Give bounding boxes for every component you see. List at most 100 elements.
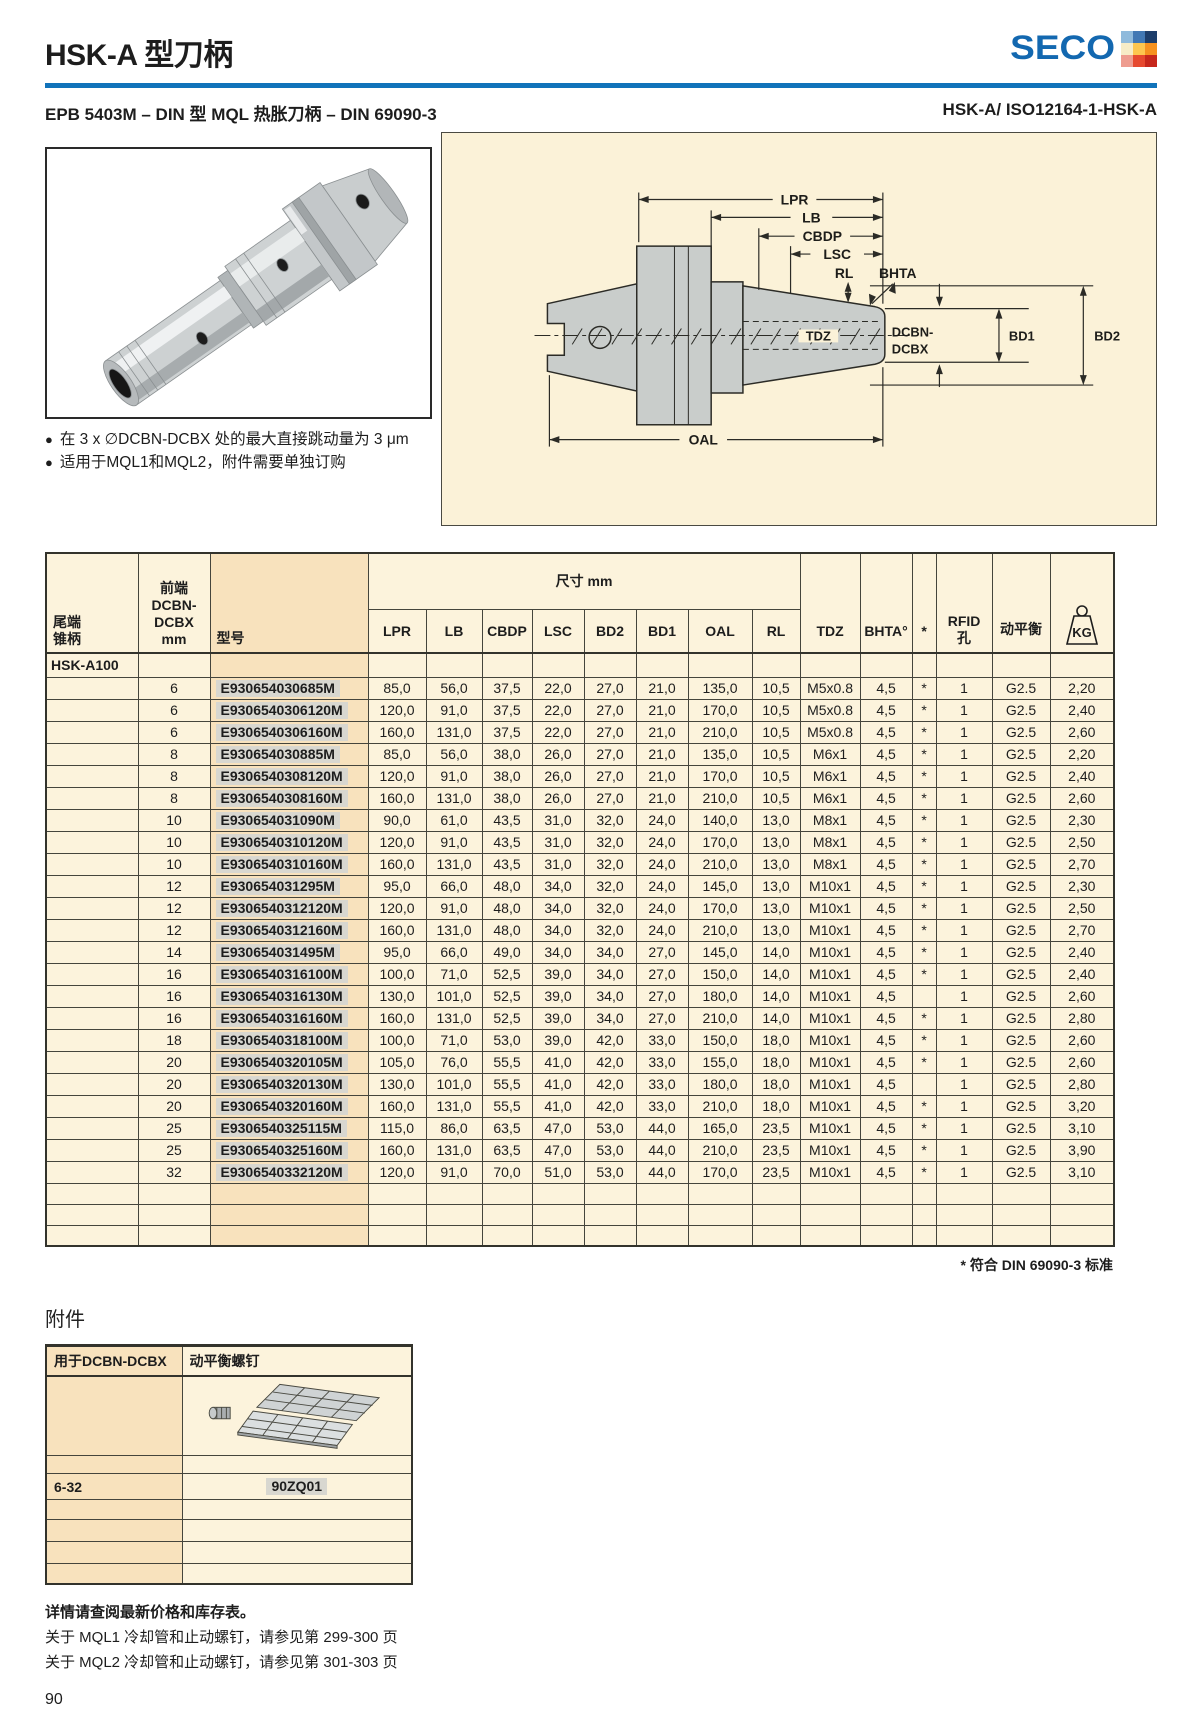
value-cell: 39,0 bbox=[531, 984, 585, 1008]
value-cell: 2,40 bbox=[1049, 962, 1115, 986]
value-cell: 22,0 bbox=[531, 720, 585, 744]
value-cell: 47,0 bbox=[531, 1116, 585, 1140]
value-cell: 48,0 bbox=[481, 896, 533, 920]
value-cell: M10x1 bbox=[799, 896, 861, 920]
value-cell: 55,5 bbox=[481, 1050, 533, 1074]
value-cell: G2.5 bbox=[991, 830, 1051, 854]
value-cell: 210,0 bbox=[687, 786, 753, 810]
value-cell: 27,0 bbox=[635, 962, 689, 986]
value-cell: M5x0.8 bbox=[799, 676, 861, 700]
value-cell: 27,0 bbox=[583, 720, 637, 744]
tail-cell bbox=[45, 764, 139, 788]
group-row-hsk-a100: HSK-A100 bbox=[45, 652, 1115, 678]
value-cell: 27,0 bbox=[583, 676, 637, 700]
empty-cell bbox=[751, 1182, 801, 1205]
model-cell: E9306540318100M bbox=[209, 1028, 369, 1052]
dim-label-lpr: LPR bbox=[781, 191, 809, 207]
acc-product-image bbox=[181, 1375, 413, 1456]
model-number: E930654030885M bbox=[215, 746, 340, 763]
value-cell: 130,0 bbox=[367, 984, 427, 1008]
value-cell: 27,0 bbox=[635, 1006, 689, 1030]
value-cell: 95,0 bbox=[367, 874, 427, 898]
tail-cell bbox=[45, 1072, 139, 1096]
value-cell: M6x1 bbox=[799, 764, 861, 788]
accessory-model-number: 90ZQ01 bbox=[266, 1478, 328, 1495]
value-cell: 1 bbox=[935, 896, 993, 920]
value-cell: 39,0 bbox=[531, 962, 585, 986]
dim-label-cbdp: CBDP bbox=[803, 228, 842, 244]
value-cell: 61,0 bbox=[425, 808, 483, 832]
closing-line-3: 关于 MQL2 冷却管和止动螺钉，请参见第 301-303 页 bbox=[45, 1653, 398, 1671]
value-cell: G2.5 bbox=[991, 896, 1051, 920]
value-cell: 101,0 bbox=[425, 1072, 483, 1096]
dcbn-size-cell: 20 bbox=[137, 1050, 211, 1074]
value-cell: 1 bbox=[935, 940, 993, 964]
value-cell: * bbox=[911, 808, 937, 832]
empty-row bbox=[45, 1203, 1115, 1226]
value-cell: 4,5 bbox=[859, 1050, 913, 1074]
value-cell: 120,0 bbox=[367, 764, 427, 788]
value-cell: 38,0 bbox=[481, 742, 533, 766]
value-cell: 26,0 bbox=[531, 786, 585, 810]
model-cell: E9306540325160M bbox=[209, 1138, 369, 1162]
value-cell: * bbox=[911, 676, 937, 700]
empty-cell bbox=[635, 1224, 689, 1247]
col-header-tdz: TDZ bbox=[799, 552, 861, 654]
value-cell: 131,0 bbox=[425, 786, 483, 810]
value-cell: 56,0 bbox=[425, 742, 483, 766]
tail-cell bbox=[45, 808, 139, 832]
model-cell: E9306540312160M bbox=[209, 918, 369, 942]
empty-cell bbox=[991, 652, 1051, 678]
value-cell: 210,0 bbox=[687, 918, 753, 942]
col-header-dimensions-group: 尺寸 mm bbox=[367, 552, 801, 610]
value-cell: 21,0 bbox=[635, 786, 689, 810]
acc-range-cell bbox=[45, 1541, 183, 1564]
value-cell: 53,0 bbox=[583, 1160, 637, 1184]
model-number: E9306540308160M bbox=[215, 790, 348, 807]
seco-logo-mosaic-icon bbox=[1121, 31, 1157, 67]
model-number: E9306540310160M bbox=[215, 856, 348, 873]
col-header-bhta: BHTA° bbox=[859, 552, 913, 654]
dimension-diagram-drawing: LPR LB CBDP LSC RL BHTA OAL TDZ DCBN- DC… bbox=[534, 191, 1120, 448]
value-cell: G2.5 bbox=[991, 1094, 1051, 1118]
col-header-lsc: LSC bbox=[531, 608, 585, 654]
value-cell: M8x1 bbox=[799, 852, 861, 876]
model-cell: E9306540306120M bbox=[209, 698, 369, 722]
acc-model-cell bbox=[181, 1563, 413, 1584]
dim-label-lsc: LSC bbox=[823, 246, 851, 262]
value-cell: * bbox=[911, 786, 937, 810]
value-cell: 32,0 bbox=[583, 852, 637, 876]
value-cell: 41,0 bbox=[531, 1094, 585, 1118]
value-cell: M10x1 bbox=[799, 1006, 861, 1030]
value-cell: 1 bbox=[935, 764, 993, 788]
dcbn-size-cell: 18 bbox=[137, 1028, 211, 1052]
model-number: E9306540332120M bbox=[215, 1164, 348, 1181]
logo-mosaic-square bbox=[1133, 31, 1145, 43]
tail-cell bbox=[45, 1138, 139, 1162]
subhead: EPB 5403M – DIN 型 MQL 热胀刀柄 – DIN 69090-3… bbox=[45, 100, 1157, 125]
value-cell: 145,0 bbox=[687, 874, 753, 898]
value-cell: 4,5 bbox=[859, 1138, 913, 1162]
value-cell: 27,0 bbox=[583, 764, 637, 788]
value-cell: 21,0 bbox=[635, 764, 689, 788]
value-cell: 91,0 bbox=[425, 830, 483, 854]
value-cell: 210,0 bbox=[687, 1094, 753, 1118]
value-cell: 2,20 bbox=[1049, 742, 1115, 766]
model-cell: E930654031090M bbox=[209, 808, 369, 832]
accessories-table: 用于DCBN-DCBX 动平衡螺钉 bbox=[45, 1344, 413, 1585]
logo-mosaic-square bbox=[1145, 43, 1157, 55]
value-cell: 34,0 bbox=[531, 940, 585, 964]
dcbn-size-cell: 16 bbox=[137, 984, 211, 1008]
value-cell: G2.5 bbox=[991, 1160, 1051, 1184]
value-cell: 13,0 bbox=[751, 830, 801, 854]
dcbn-size-cell: 25 bbox=[137, 1116, 211, 1140]
accessory-empty-row bbox=[45, 1541, 413, 1564]
accessory-empty-row bbox=[45, 1563, 413, 1584]
value-cell: 33,0 bbox=[635, 1094, 689, 1118]
value-cell: 4,5 bbox=[859, 698, 913, 722]
col-header-weight: KG bbox=[1049, 552, 1115, 654]
value-cell: G2.5 bbox=[991, 1116, 1051, 1140]
